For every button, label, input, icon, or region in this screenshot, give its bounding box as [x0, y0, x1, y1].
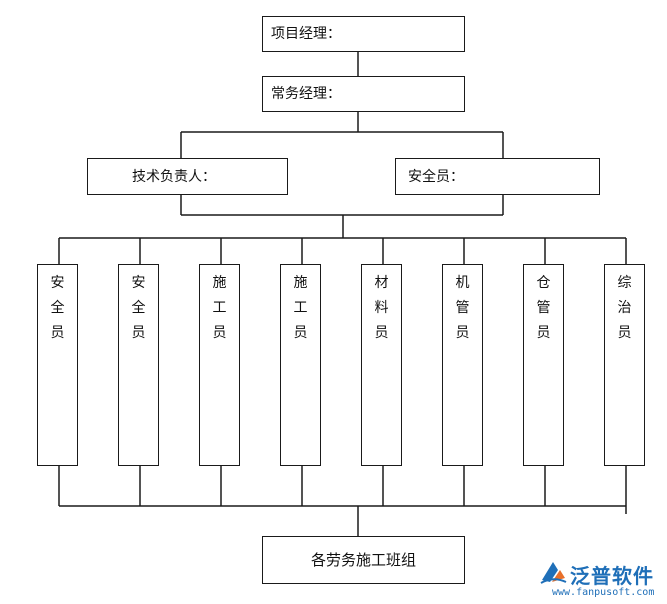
general-manager-label: 常务经理： [271, 86, 341, 102]
labor-teams-box: 各劳务施工班组 [262, 536, 465, 584]
staff-label-char: 工 [293, 300, 308, 316]
staff-label-char: 管 [536, 300, 551, 316]
staff-label: 施工员 [294, 271, 308, 465]
staff-label: 综治员 [618, 271, 632, 465]
brand-url: www.fanpusoft.com [552, 587, 655, 598]
staff-label: 仓管员 [537, 271, 551, 465]
project-manager-box: 项目经理： [262, 16, 465, 52]
staff-label-char: 机 [455, 275, 470, 291]
staff-label-char: 员 [536, 325, 551, 341]
staff-box-safety-1: 安全员 [37, 264, 78, 466]
technical-lead-box: 技术负责人： [87, 158, 288, 195]
labor-teams-label: 各劳务施工班组 [310, 550, 416, 569]
staff-label: 施工员 [213, 271, 227, 465]
staff-box-machinery: 机管员 [442, 264, 483, 466]
staff-box-warehouse: 仓管员 [523, 264, 564, 466]
staff-box-construction-1: 施工员 [199, 264, 240, 466]
staff-box-construction-2: 施工员 [280, 264, 321, 466]
staff-box-materials: 材料员 [361, 264, 402, 466]
safety-officer-box: 安全员： [395, 158, 600, 195]
staff-label: 材料员 [375, 271, 389, 465]
staff-label-char: 料 [374, 300, 389, 316]
brand-watermark: 泛普软件 www.fanpusoft.com [538, 558, 664, 602]
staff-label-char: 安 [50, 275, 65, 291]
brand-name: 泛普软件 [570, 564, 654, 588]
staff-label-char: 施 [293, 275, 308, 291]
project-manager-label: 项目经理： [271, 26, 341, 42]
staff-box-public-order: 综治员 [604, 264, 645, 466]
staff-label-char: 施 [212, 275, 227, 291]
staff-label-char: 管 [455, 300, 470, 316]
staff-label: 机管员 [456, 271, 470, 465]
staff-label-char: 安 [131, 275, 146, 291]
technical-lead-label: 技术负责人： [132, 168, 216, 185]
staff-box-safety-2: 安全员 [118, 264, 159, 466]
staff-label-char: 员 [374, 325, 389, 341]
staff-label-char: 员 [617, 325, 632, 341]
staff-label-char: 员 [50, 325, 65, 341]
staff-label-char: 材 [374, 275, 389, 291]
staff-label-char: 员 [212, 325, 227, 341]
staff-label-char: 员 [131, 325, 146, 341]
staff-label-char: 全 [131, 300, 146, 316]
safety-officer-label: 安全员： [408, 168, 464, 185]
staff-label-char: 治 [617, 300, 632, 316]
staff-label-char: 全 [50, 300, 65, 316]
staff-label-char: 综 [617, 275, 632, 291]
staff-label: 安全员 [51, 271, 65, 465]
staff-label-char: 工 [212, 300, 227, 316]
staff-label-char: 员 [293, 325, 308, 341]
staff-label-char: 仓 [536, 275, 551, 291]
general-manager-box: 常务经理： [262, 76, 465, 112]
fanpu-logo-icon [540, 562, 567, 584]
staff-label: 安全员 [132, 271, 146, 465]
staff-label-char: 员 [455, 325, 470, 341]
